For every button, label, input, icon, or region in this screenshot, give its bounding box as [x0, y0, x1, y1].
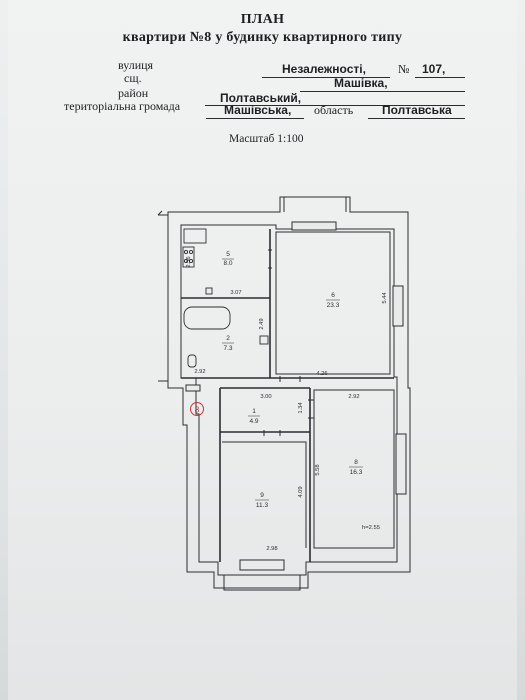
hall-door	[185, 384, 201, 392]
room-1-number: 1	[252, 408, 256, 415]
dim-3-00: 3.00	[260, 394, 271, 400]
dim-5-58: 5.58	[315, 464, 321, 475]
plan-title: ПЛАН	[240, 12, 285, 27]
boiler-fixture	[205, 287, 213, 295]
door-6-hall	[279, 376, 301, 382]
outer-wall-outline	[167, 196, 411, 589]
number-value: 107,	[422, 62, 446, 76]
district-label: район	[118, 86, 149, 100]
apartment-marker: 8	[195, 406, 200, 415]
door-hall-8	[308, 399, 314, 419]
window-room8	[395, 433, 407, 495]
toilet-fixture	[187, 354, 197, 368]
district-underline	[205, 105, 465, 106]
stove-fixture	[182, 246, 195, 268]
region-underline	[368, 118, 465, 119]
district-value: Полтавський,	[220, 91, 302, 105]
room-9-inner	[222, 441, 307, 548]
room-5-area: 8.0	[223, 260, 232, 267]
dim-2-92-right: 2.92	[348, 394, 359, 400]
left-stub-lines	[157, 210, 168, 382]
dim-2-56: 2.56	[186, 256, 192, 267]
dim-4-26: 4.26	[316, 371, 327, 377]
community-value: Машівська,	[224, 103, 292, 117]
room-8-inner	[313, 389, 395, 549]
region-value: Полтавська	[382, 103, 452, 117]
room-5-number: 5	[226, 251, 230, 258]
settlement-value: Машівка,	[334, 76, 388, 90]
dim-4-09: 4.09	[298, 486, 304, 497]
dim-2-49: 2.49	[259, 318, 265, 329]
room-9-number: 9	[260, 492, 264, 499]
ceiling-height: h=2.55	[362, 525, 380, 531]
dim-5-44: 5.44	[382, 292, 388, 304]
door-5-6	[268, 249, 272, 269]
bottom-bay-lines	[223, 575, 301, 591]
dim-2-92-left: 2.92	[194, 369, 205, 375]
room-2-number: 2	[226, 335, 230, 342]
plan-subtitle: квартири №8 у будинку квартирного типу	[122, 30, 403, 45]
street-label: вулиця	[118, 58, 154, 72]
room-2-area: 7.3	[223, 345, 232, 352]
window-top	[291, 221, 337, 231]
door-hall-9	[263, 430, 281, 436]
document-page	[8, 0, 517, 700]
settlement-underline	[300, 91, 465, 92]
dim-1-34: 1.34	[298, 402, 304, 414]
settlement-label: сщ.	[124, 71, 142, 85]
dim-3-07: 3.07	[230, 290, 241, 296]
bathtub-fixture	[183, 306, 231, 330]
window-room9	[239, 559, 285, 571]
region-label: область	[314, 103, 354, 117]
window-room6	[392, 285, 404, 327]
room-6-number: 6	[331, 292, 335, 299]
room-6-area: 23.3	[327, 302, 340, 309]
scale-text: Масштаб 1:100	[229, 133, 304, 145]
number-label: №	[398, 62, 410, 76]
street-underline	[262, 77, 390, 78]
inner-wall-outline	[180, 224, 398, 576]
room-6-inner	[275, 231, 391, 375]
room-8-area: 16.3	[350, 469, 363, 476]
room-1-area: 4.9	[249, 418, 258, 425]
community-label: територіальна громада	[64, 99, 181, 113]
number-underline	[415, 77, 465, 78]
washbasin-fixture	[259, 335, 269, 345]
community-underline	[206, 118, 304, 119]
room-8-number: 8	[354, 459, 358, 466]
room-9-area: 11.3	[256, 502, 269, 509]
dim-2-98: 2.98	[266, 546, 277, 552]
top-bay-lines	[283, 197, 347, 212]
sink-fixture	[183, 228, 207, 244]
apartment-marker-circle	[190, 402, 204, 416]
street-value: Незалежності,	[282, 62, 366, 76]
